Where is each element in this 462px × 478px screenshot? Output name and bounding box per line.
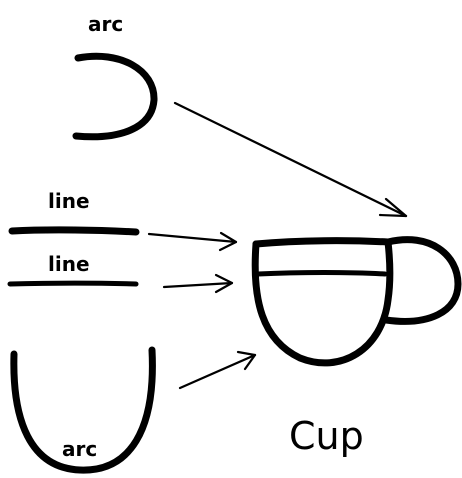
cup-drawing: Cup <box>251 236 462 458</box>
arc-top-label: arc <box>88 12 123 36</box>
line-part-2: line <box>7 252 139 287</box>
cup-label: Cup <box>289 414 364 458</box>
arrow-line-1-to-cup <box>147 231 238 252</box>
arc-part-bottom: arc <box>10 346 156 474</box>
line-shape-2 <box>7 280 139 287</box>
arc-shape-top <box>72 52 158 141</box>
cup-body <box>251 238 394 367</box>
cup-handle <box>382 236 462 325</box>
cup-rim <box>252 237 392 248</box>
arc-shape-bottom <box>10 346 156 474</box>
arc-part-top: arc <box>72 12 158 141</box>
line-shape-1 <box>8 226 140 236</box>
line-1-label: line <box>48 189 90 213</box>
arrow-arc-bottom-to-cup <box>178 350 257 390</box>
arrow-line-2-to-cup <box>162 273 234 294</box>
line-2-label: line <box>48 252 90 276</box>
arrows <box>147 101 408 390</box>
line-part-1: line <box>8 189 140 236</box>
arrow-arc-top-to-cup <box>173 101 408 218</box>
arc-bottom-label: arc <box>62 437 97 461</box>
cup-inner-line <box>255 270 388 277</box>
